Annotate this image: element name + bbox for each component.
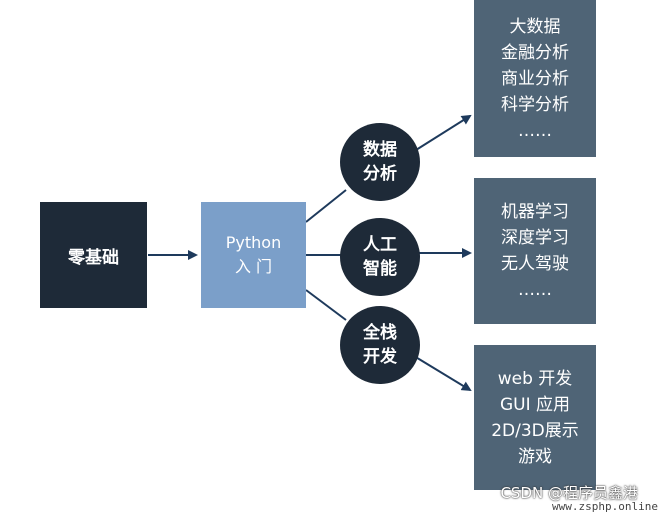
ai-box: 机器学习 深度学习 无人驾驶 …… — [474, 178, 596, 324]
arrow-data-circle-to-box — [415, 114, 472, 151]
python-intro-box: Python 入 门 — [201, 202, 306, 308]
site-watermark: www.zsphp.online — [552, 500, 658, 513]
list-item: 科学分析 — [501, 94, 569, 115]
list-item: …… — [518, 280, 552, 300]
list-item: …… — [518, 120, 552, 141]
start-label: 零基础 — [68, 247, 119, 268]
arrow-python-to-fullstack-circle — [305, 289, 347, 321]
ai-circle: 人工 智能 — [340, 218, 420, 296]
start-box: 零基础 — [40, 202, 147, 308]
fullstack-circle: 全栈 开发 — [340, 306, 420, 384]
list-item: 大数据 — [509, 16, 561, 37]
list-item: 金融分析 — [501, 42, 569, 63]
python-intro-label: 入 门 — [234, 257, 273, 276]
fullstack-box: web 开发 GUI 应用 2D/3D展示 游戏 — [474, 345, 596, 490]
csdn-watermark: CSDN @程序员鑫港 — [500, 484, 638, 502]
list-item: 商业分析 — [501, 68, 569, 89]
arrow-fullstack-circle-to-box — [413, 355, 472, 392]
python-label: Python — [225, 233, 282, 252]
list-item: 机器学习 — [501, 202, 569, 222]
list-item: GUI 应用 — [499, 394, 571, 415]
list-item: 深度学习 — [501, 228, 569, 248]
list-item: 无人驾驶 — [501, 254, 569, 274]
data-analysis-circle: 数据 分析 — [340, 123, 420, 201]
list-item: 2D/3D展示 — [491, 420, 579, 441]
arrow-python-to-data-circle — [305, 189, 347, 223]
list-item: 游戏 — [518, 446, 552, 467]
list-item: web 开发 — [497, 368, 573, 389]
data-analysis-box: 大数据 金融分析 商业分析 科学分析 …… — [474, 0, 596, 157]
